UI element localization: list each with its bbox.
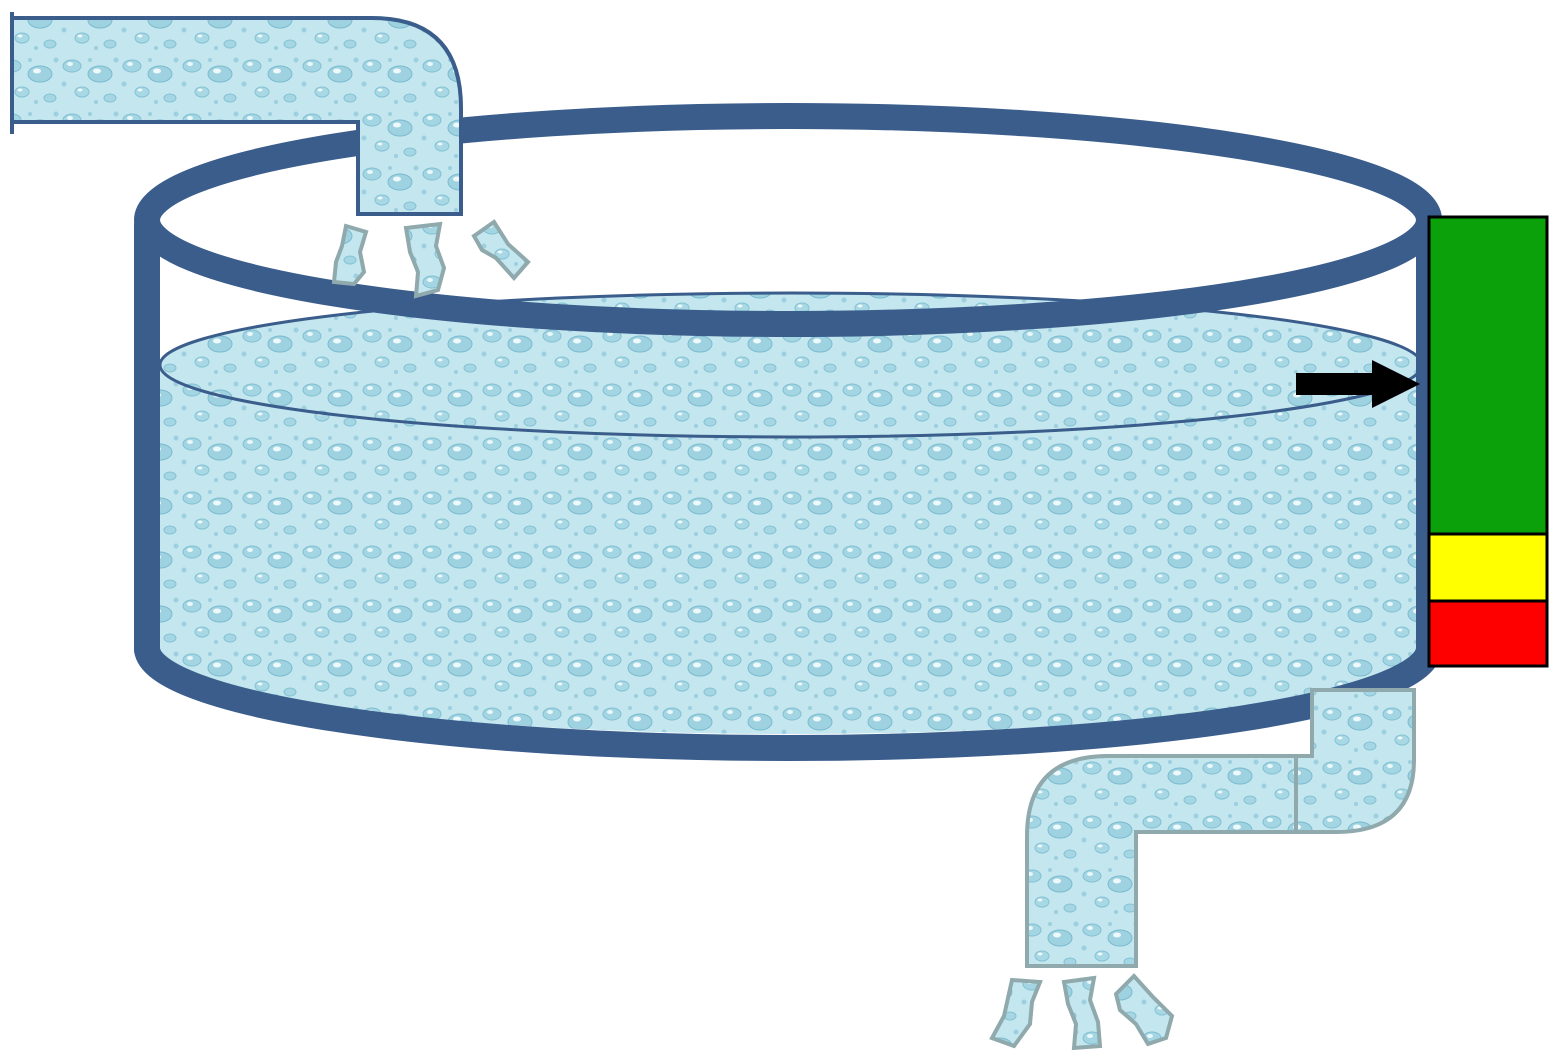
level-gauge-red-zone [1427, 599, 1549, 668]
water-stream-icon [331, 219, 531, 299]
level-gauge-green-zone [1427, 215, 1549, 536]
level-gauge [1427, 215, 1549, 668]
tank-water [158, 291, 1424, 734]
water-stream-icon [989, 973, 1175, 1051]
level-arrow-icon [1296, 360, 1420, 408]
level-gauge-yellow-zone [1427, 532, 1549, 603]
inlet-pipe-icon [10, 12, 463, 216]
outlet-pipe-icon [1025, 688, 1416, 968]
